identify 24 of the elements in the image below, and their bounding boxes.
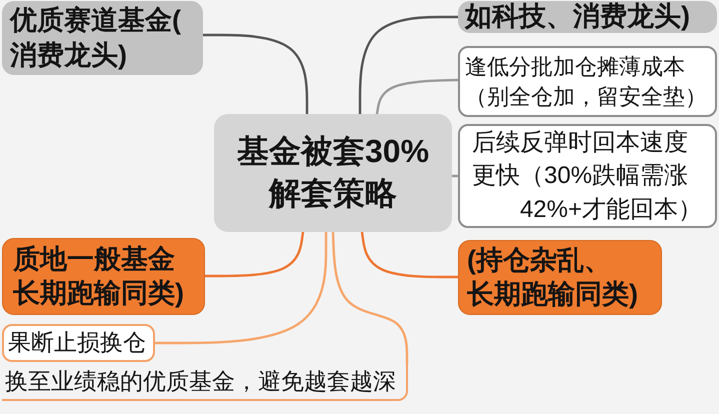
- connector-line: [332, 230, 408, 366]
- topic-text: 果断止损换仓: [8, 328, 147, 358]
- connector-line: [204, 230, 304, 278]
- branch-topic-box: [2, 238, 205, 315]
- note-box: [458, 46, 717, 117]
- note-box: [2, 324, 155, 362]
- connector-line: [154, 230, 328, 344]
- topic-text: 换至业绩稳的优质基金，避免越套越深: [5, 366, 397, 396]
- branch-topic-box: [2, 1, 203, 75]
- branch-topic-box: [458, 240, 662, 315]
- note-box: [458, 124, 717, 228]
- topic-text: 逢低分批加仓摊薄成本（别全仓加，留安全垫）: [465, 53, 708, 110]
- branch-topic-box: [458, 1, 717, 33]
- underlined-topic: [2, 364, 408, 401]
- topic-text: 质地一般基金长期跑输同类): [13, 242, 185, 310]
- connector-line: [202, 34, 308, 116]
- topic-text: 优质赛道基金(消费龙头): [10, 4, 182, 72]
- connector-line: [360, 230, 460, 278]
- connector-line: [358, 16, 460, 116]
- connector-line: [376, 78, 460, 116]
- central-topic-box: [214, 114, 452, 232]
- topic-text: 基金被套30%解套策略: [236, 132, 430, 213]
- topic-text: 后续反弹时回本速度更快（30%跌幅需涨42%+才能回本）: [472, 128, 702, 225]
- topic-text: 如科技、消费龙头): [465, 0, 691, 34]
